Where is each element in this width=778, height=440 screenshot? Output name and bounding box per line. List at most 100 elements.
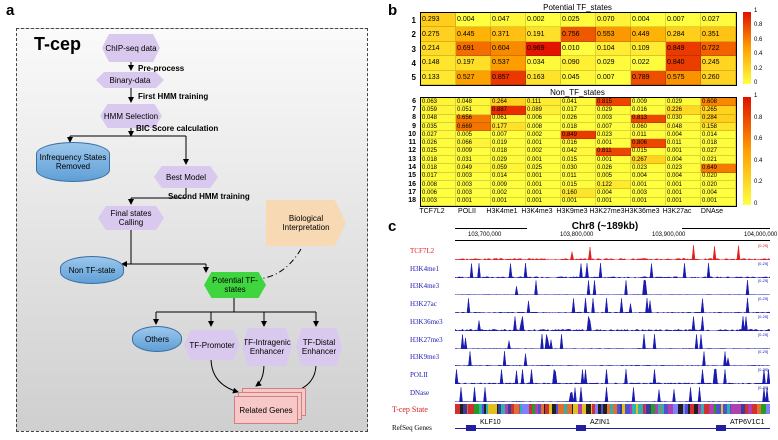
heat-cell: 0.849 xyxy=(666,41,701,57)
signal-track xyxy=(455,298,770,314)
heat-cell: 0.025 xyxy=(561,13,596,28)
state-segment xyxy=(704,404,709,414)
heat-cell: 0.018 xyxy=(421,164,456,173)
heat-cell: 0.158 xyxy=(701,122,736,132)
heat-cell: 0.006 xyxy=(526,114,561,123)
state-segment xyxy=(514,404,519,414)
state-segment xyxy=(472,404,474,414)
state-segment xyxy=(484,404,486,414)
state-segment xyxy=(766,404,770,414)
track-label: DNase xyxy=(410,388,430,397)
heat-cell: 0.001 xyxy=(526,189,561,198)
signal-area xyxy=(455,245,770,260)
state-segment xyxy=(613,404,617,414)
signal-track xyxy=(455,368,770,384)
state-segment xyxy=(532,404,535,414)
node-tf-intragenic: TF-Intragenic Enhancer xyxy=(242,328,292,366)
heat-cell: 0.111 xyxy=(526,98,561,107)
heat-cell: 0.003 xyxy=(596,114,631,123)
panel-b-letter: b xyxy=(388,2,398,19)
state-segment xyxy=(598,404,600,414)
state-segment xyxy=(651,404,655,414)
node-infrequency: Infrequency States Removed xyxy=(36,142,110,182)
state-segment xyxy=(498,404,501,414)
heat-cell: 0.857 xyxy=(491,70,526,85)
potential-heatmap-title: Potential TF_states xyxy=(543,3,612,12)
heat-cell: 0.001 xyxy=(631,197,666,206)
state-segment xyxy=(731,404,736,414)
heatmap-column-label: H3K27ac xyxy=(662,208,692,215)
state-segment xyxy=(643,404,645,414)
state-segment xyxy=(645,404,646,414)
state-segment xyxy=(664,404,668,414)
state-segment xyxy=(578,404,582,414)
heatmap-row-label: 12 xyxy=(408,147,416,155)
track-range-label: [0-25] xyxy=(758,331,769,337)
colorbar-tick: 0.8 xyxy=(754,22,763,29)
state-segment xyxy=(591,404,592,414)
heat-cell: 0.007 xyxy=(596,70,631,85)
node-others: Others xyxy=(132,326,182,352)
potential-colorbar xyxy=(743,12,751,84)
heat-cell: 0.163 xyxy=(526,70,561,85)
heat-cell: 0.001 xyxy=(596,197,631,206)
heatmap-column-label: H3K4me3 xyxy=(521,208,553,215)
track-label: H3K9me3 xyxy=(410,353,440,362)
state-segment xyxy=(630,404,632,414)
heat-cell: 0.003 xyxy=(631,189,666,198)
state-segment xyxy=(538,404,541,414)
colorbar-tick: 0.2 xyxy=(754,179,763,186)
browser-chrom-title: Chr8 (~189kb) xyxy=(571,221,639,232)
state-segment xyxy=(582,404,586,414)
state-segment xyxy=(519,404,520,414)
heat-cell: 0.018 xyxy=(421,156,456,165)
heat-cell: 0.009 xyxy=(456,147,491,157)
heat-cell: 0.007 xyxy=(666,13,701,28)
heat-cell: 0.284 xyxy=(701,114,736,123)
signal-track xyxy=(455,351,770,367)
heat-cell: 0.034 xyxy=(526,56,561,71)
heat-cell: 0.604 xyxy=(491,41,526,57)
heat-cell: 0.806 xyxy=(631,139,666,148)
heat-cell: 0.089 xyxy=(526,106,561,115)
state-segment xyxy=(683,404,685,414)
heat-cell: 0.004 xyxy=(631,13,666,28)
node-tf-promoter: TF-Promoter xyxy=(184,330,240,360)
state-segment xyxy=(535,404,538,414)
state-segment xyxy=(701,404,704,414)
state-segment xyxy=(467,404,468,414)
colorbar-tick: 0.4 xyxy=(754,51,763,58)
heat-cell: 0.066 xyxy=(456,139,491,148)
state-segment xyxy=(741,404,744,414)
track-range-label: [0-25] xyxy=(758,296,769,302)
heat-cell: 0.014 xyxy=(491,172,526,181)
state-segment xyxy=(721,404,723,414)
heat-cell: 0.649 xyxy=(701,164,736,173)
heat-cell: 0.031 xyxy=(456,156,491,165)
heat-cell: 0.449 xyxy=(631,27,666,42)
heat-cell: 0.029 xyxy=(491,156,526,165)
heat-cell: 0.004 xyxy=(701,189,736,198)
heat-cell: 0.722 xyxy=(701,41,736,57)
heat-cell: 0.969 xyxy=(526,41,561,57)
state-segment xyxy=(567,404,572,414)
heat-cell: 0.059 xyxy=(491,164,526,173)
heat-cell: 0.011 xyxy=(631,131,666,140)
heat-cell: 0.007 xyxy=(596,122,631,132)
state-segment xyxy=(658,404,661,414)
state-segment xyxy=(564,404,567,414)
heat-cell: 0.104 xyxy=(596,41,631,57)
heat-cell: 0.815 xyxy=(596,98,631,107)
state-segment xyxy=(685,404,688,414)
heat-cell: 0.001 xyxy=(701,197,736,206)
signal-area xyxy=(455,262,770,278)
signal-area xyxy=(455,298,770,314)
heatmap-column-label: H3K9me3 xyxy=(556,208,588,215)
heat-cell: 0.027 xyxy=(701,13,736,28)
node-related-genes: Related Genes xyxy=(234,396,298,424)
signal-track xyxy=(455,245,770,260)
state-segment xyxy=(508,404,511,414)
state-segment xyxy=(595,404,598,414)
heatmap-row-label: 17 xyxy=(408,188,416,196)
track-label: H3K4me3 xyxy=(410,282,440,291)
